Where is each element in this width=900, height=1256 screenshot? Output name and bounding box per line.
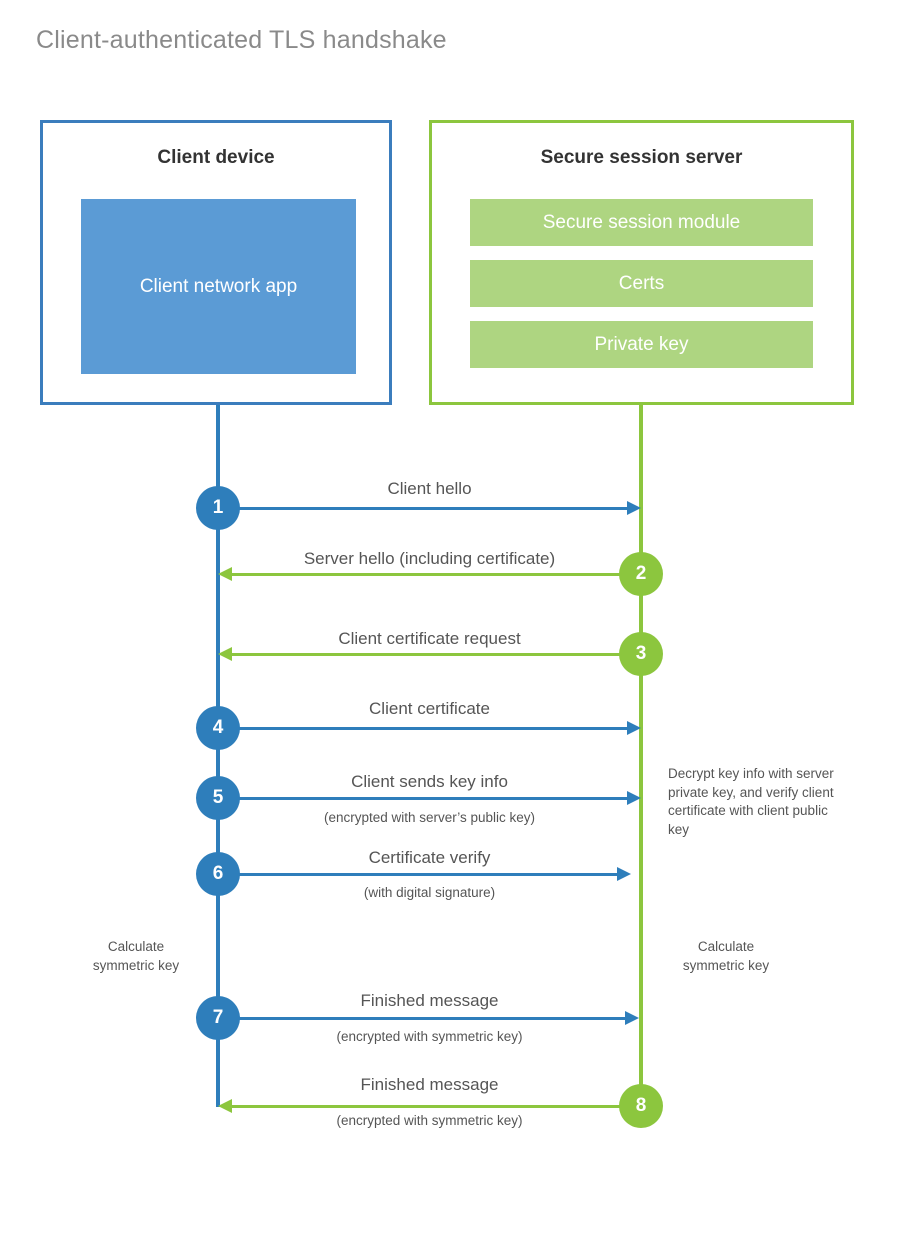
arrow-head-left-icon — [218, 647, 232, 661]
client-network-app-block: Client network app — [81, 199, 356, 374]
step-badge-5: 5 — [196, 776, 240, 820]
server-component-list: Secure session module Certs Private key — [470, 199, 813, 368]
message-label-3: Client certificate request — [338, 629, 521, 648]
message-label-7: Finished message — [360, 991, 499, 1010]
arrow-head-left-icon — [218, 567, 232, 581]
arrow-line — [232, 1105, 641, 1108]
lifeline-server — [639, 405, 643, 1107]
step-badge-3: 3 — [619, 632, 663, 676]
message-sublabel-7: (encrypted with symmetric key) — [336, 1029, 523, 1044]
arrow-head-left-icon — [218, 1099, 232, 1113]
step-badge-7: 7 — [196, 996, 240, 1040]
actor-box-client-device: Client device Client network app — [40, 120, 392, 405]
note-server-calculate-symmetric-key: Calculate symmetric key — [682, 939, 770, 973]
arrow-line — [218, 727, 627, 730]
arrow-line — [218, 507, 627, 510]
message-label-2: Server hello (including certificate) — [303, 549, 556, 568]
step-badge-4: 4 — [196, 706, 240, 750]
step-badge-1: 1 — [196, 486, 240, 530]
note-server-decrypt: Decrypt key info with server private key… — [668, 766, 834, 837]
arrow-line — [218, 797, 627, 800]
arrow-line — [218, 873, 617, 876]
actor-box-secure-session-server: Secure session server Secure session mod… — [429, 120, 854, 405]
step-badge-6: 6 — [196, 852, 240, 896]
server-component-private-key: Private key — [470, 321, 813, 368]
lifeline-client — [216, 405, 220, 1107]
step-badge-8: 8 — [619, 1084, 663, 1128]
server-component-secure-session-module: Secure session module — [470, 199, 813, 246]
server-component-certs: Certs — [470, 260, 813, 307]
arrow-line — [218, 1017, 625, 1020]
client-device-title: Client device — [157, 147, 275, 168]
arrow-head-right-icon — [627, 721, 641, 735]
message-label-4: Client certificate — [369, 699, 490, 718]
message-sublabel-5: (encrypted with server’s public key) — [323, 810, 536, 825]
arrow-line — [232, 653, 641, 656]
arrow-head-right-icon — [617, 867, 631, 881]
step-badge-2: 2 — [619, 552, 663, 596]
page-title: Client-authenticated TLS handshake — [36, 26, 447, 54]
arrow-head-right-icon — [627, 791, 641, 805]
arrow-head-right-icon — [627, 501, 641, 515]
message-label-8: Finished message — [360, 1075, 499, 1094]
message-label-6: Certificate verify — [368, 848, 491, 867]
message-sublabel-6: (with digital signature) — [363, 885, 496, 900]
arrow-head-right-icon — [625, 1011, 639, 1025]
message-sublabel-8: (encrypted with symmetric key) — [336, 1113, 523, 1128]
arrow-line — [232, 573, 641, 576]
note-client-calculate-symmetric-key: Calculate symmetric key — [92, 939, 180, 973]
secure-session-server-title: Secure session server — [540, 147, 743, 168]
message-label-5: Client sends key info — [351, 772, 508, 791]
message-label-1: Client hello — [387, 479, 472, 498]
